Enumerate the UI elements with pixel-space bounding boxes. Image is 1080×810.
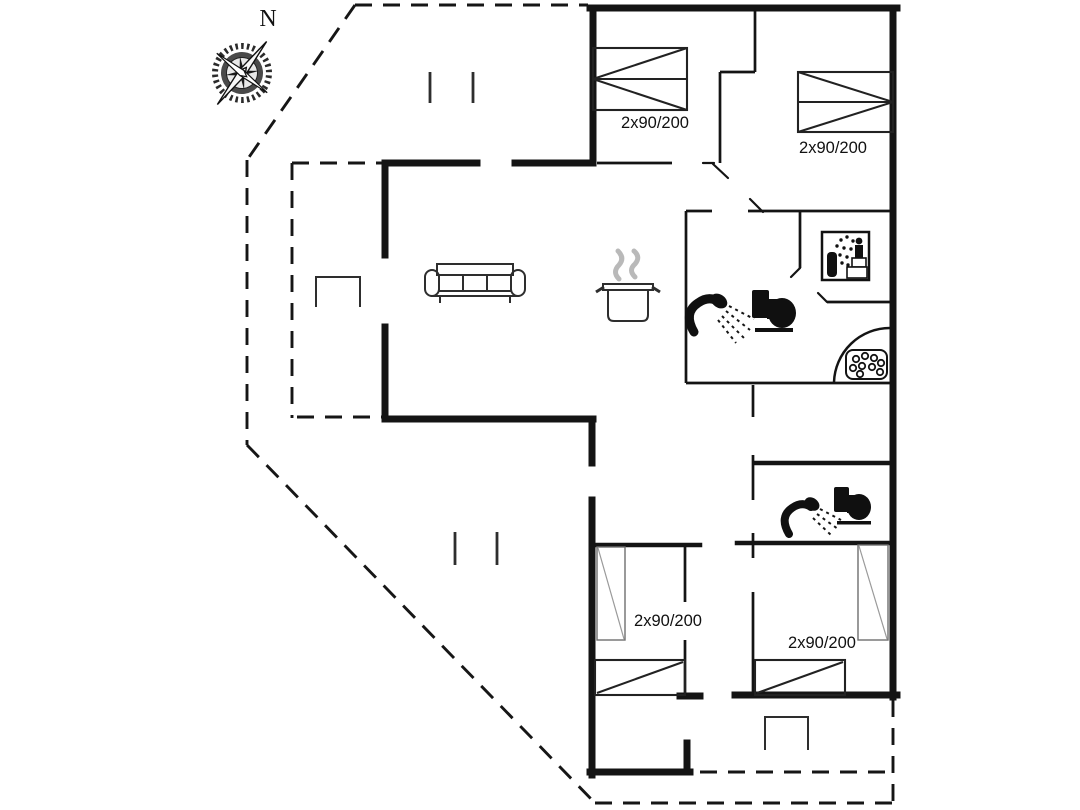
bed-icon-top-right	[796, 70, 895, 134]
terrace-chair-icon-left	[315, 276, 361, 307]
bed-icon-top-left	[591, 46, 689, 112]
terrace-edge-bottomleft-diagonal	[245, 443, 597, 805]
shower-icon-bathroom2	[780, 497, 842, 538]
door-hall-leaf	[701, 161, 730, 180]
interior-walls	[589, 8, 893, 697]
toilet-icon-bathroom2	[834, 487, 871, 525]
bed-size-label-bottom-right: 2x90/200	[788, 634, 856, 652]
bed-icon-bottom-left	[593, 658, 687, 697]
terrace-outline	[245, 3, 895, 805]
terrace-bench-marks-bottom	[453, 532, 499, 565]
bed-size-label-top-right: 2x90/200	[799, 139, 867, 157]
shower-icon-bathroom1	[684, 293, 755, 344]
bed-size-label-top-left: 2x90/200	[621, 114, 689, 132]
cooking-pot-icon	[595, 248, 661, 322]
wardrobe-icon-bottom-right	[857, 544, 889, 641]
door-swings	[701, 161, 829, 304]
terrace-marks	[315, 72, 809, 750]
sofa-icon	[424, 263, 526, 303]
steam-icon	[613, 248, 641, 282]
terrace-bench-marks-top	[428, 72, 475, 103]
compass-rose-icon: N	[212, 6, 277, 106]
door-sauna-left-leaf	[789, 266, 802, 279]
bed-icon-bottom-right	[753, 658, 847, 697]
bed-size-label-bottom-left: 2x90/200	[634, 612, 702, 630]
sauna-icon	[820, 230, 871, 282]
wardrobe-icon-bottom-left	[596, 546, 626, 641]
whirlpool-icon	[832, 326, 891, 383]
north-label: N	[259, 6, 276, 32]
door-bathroom1-leaf	[748, 197, 765, 214]
toilet-icon-bathroom1	[752, 290, 796, 332]
terrace-edge-topleft-diagonal	[245, 4, 357, 161]
door-sauna-bottom-leaf	[816, 291, 829, 304]
terrace-bench-icon-bottom	[764, 716, 809, 750]
